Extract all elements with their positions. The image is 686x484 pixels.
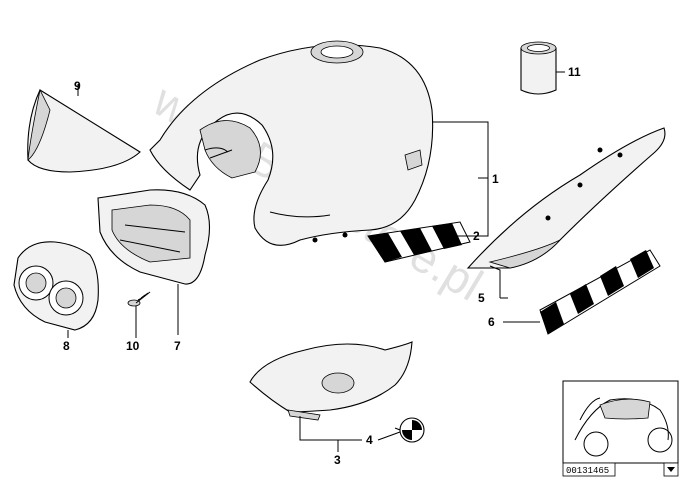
callout-2: 2 xyxy=(473,229,480,243)
callout-1: 1 xyxy=(492,172,499,186)
callout-10: 10 xyxy=(126,339,140,353)
arrow-icon xyxy=(663,462,679,477)
callout-7: 7 xyxy=(174,339,181,353)
part-fuel-tank[interactable] xyxy=(149,40,434,246)
part-instrument-bracket[interactable] xyxy=(97,189,211,285)
part-side-stripe-decal[interactable] xyxy=(539,249,661,335)
part-instrument-cover[interactable] xyxy=(13,241,99,331)
part-lower-fairing[interactable] xyxy=(249,341,413,421)
motorcycle-thumbnail xyxy=(562,380,679,464)
callout-9: 9 xyxy=(74,79,81,93)
image-code-box xyxy=(562,462,616,477)
part-seat-cowl[interactable] xyxy=(27,88,141,173)
callout-6: 6 xyxy=(488,315,495,329)
image-code: 00131465 xyxy=(566,466,609,476)
part-badge[interactable] xyxy=(394,417,425,443)
callout-11: 11 xyxy=(568,65,581,79)
callout-8: 8 xyxy=(63,339,70,353)
part-tape-roll[interactable] xyxy=(520,41,557,95)
leader-lines xyxy=(67,71,565,452)
callout-5: 5 xyxy=(478,291,485,305)
callout-3: 3 xyxy=(334,453,341,467)
callout-4: 4 xyxy=(366,433,373,447)
part-tank-stripe-decal[interactable] xyxy=(367,221,471,263)
part-screw[interactable] xyxy=(127,291,151,307)
part-side-panel[interactable] xyxy=(466,127,666,269)
